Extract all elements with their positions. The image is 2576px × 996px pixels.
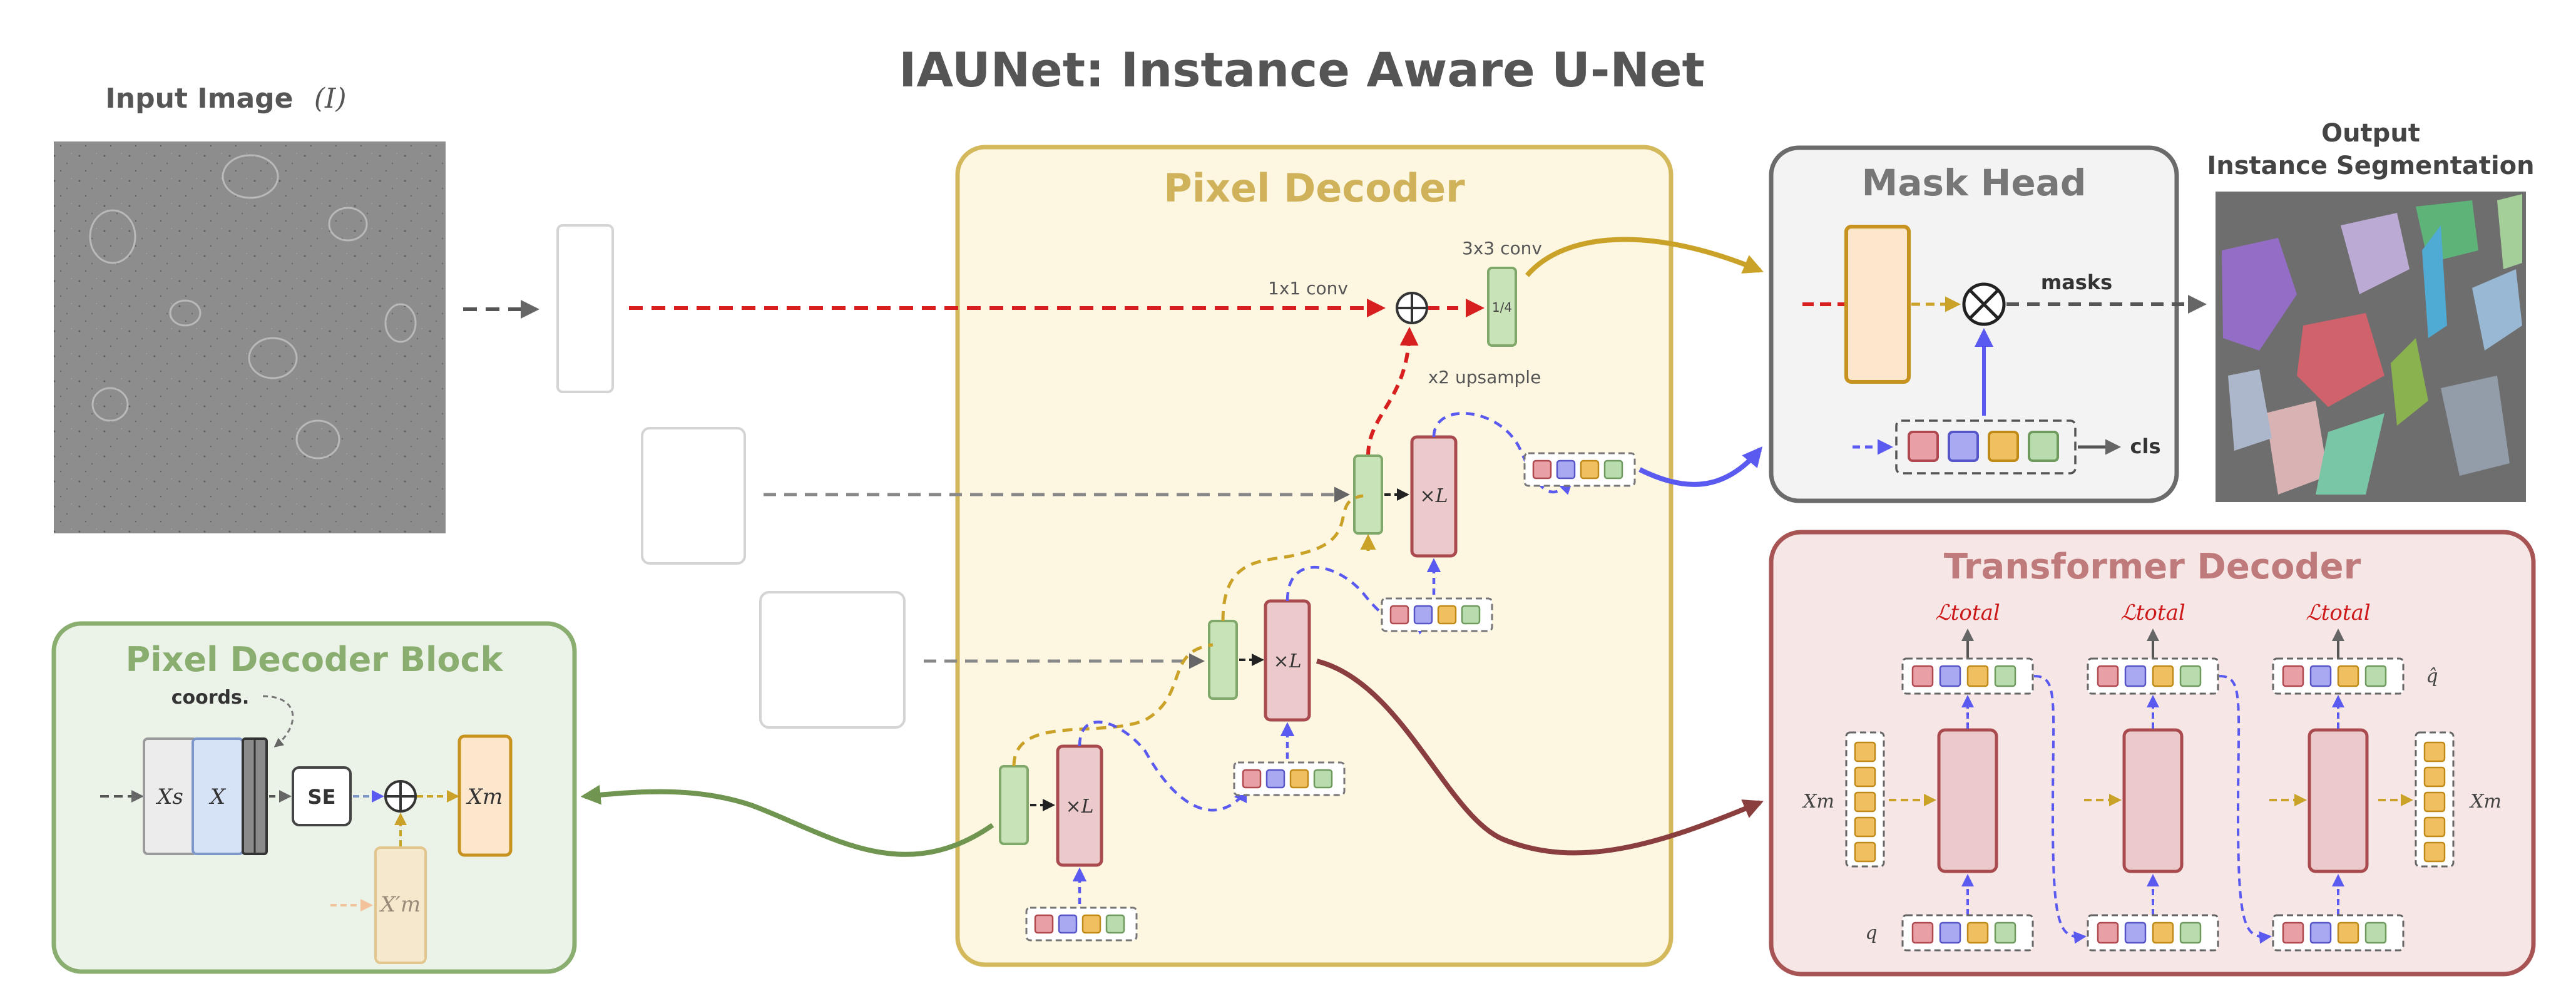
stage1-pixel-block — [1353, 454, 1383, 535]
stage3-pixel-block — [999, 765, 1029, 845]
scale-label: 1/4 — [1492, 300, 1512, 315]
pixel-decoder-block-title: Pixel Decoder Block — [126, 640, 504, 679]
loss-label-2: ℒtotal — [2120, 600, 2185, 625]
td-top-queries-2 — [2087, 657, 2219, 695]
xm-block-label: Xm — [466, 784, 503, 809]
encoder-feature-3 — [759, 591, 906, 729]
conv-1x1-label: 1x1 conv — [1268, 278, 1348, 299]
x-label: X — [208, 784, 227, 809]
coords-arrow — [262, 695, 294, 747]
td-xm-output-group — [2415, 731, 2455, 868]
td-bottom-queries-2 — [2087, 914, 2219, 952]
page-title: IAUNet: Instance Aware U-Net — [899, 42, 1705, 98]
encoder-feature-2 — [641, 427, 746, 565]
td-bottom-queries-1 — [1901, 914, 2034, 952]
loss-label-3: ℒtotal — [2306, 600, 2370, 625]
stage2-repeat-label: ×L — [1273, 650, 1301, 672]
td-top-queries-3 — [2272, 657, 2405, 695]
mask-head: Mask Head masks cls — [1769, 145, 2207, 503]
input-cells — [89, 154, 417, 459]
block-sum-cross — [386, 781, 416, 811]
se-block — [292, 766, 352, 826]
input-section: Input Image (I) — [54, 83, 539, 533]
pixel-decoder: Pixel Decoder 1x1 conv 1/4 3x3 conv x2 u… — [629, 145, 1674, 967]
xm-output-label: Xm — [2469, 791, 2502, 813]
td-layer-1 — [1937, 728, 1998, 873]
xs-label: Xs — [155, 784, 183, 809]
pixel-decoder-block: Pixel Decoder Block coords. Xs X SE Xm X… — [51, 621, 577, 974]
output-title-line1: Output — [2321, 119, 2420, 148]
q-label: q — [1865, 922, 1877, 944]
mask-query-group — [1895, 419, 2077, 475]
transformer-decoder: Transformer Decoder ℒtotal ℒtotal ℒtotal — [1769, 530, 2536, 977]
blue-path-stage3 — [1078, 721, 1247, 812]
mask-head-title: Mask Head — [1862, 162, 2087, 204]
td-xm-input-group — [1845, 731, 1885, 868]
output-section: Output Instance Segmentation — [2207, 119, 2535, 502]
se-label: SE — [308, 785, 336, 809]
blue-path-stage2 — [1285, 566, 1430, 635]
loss-label-1: ℒtotal — [1935, 600, 2000, 625]
transformer-decoder-title: Transformer Decoder — [1944, 547, 2361, 587]
mask-feature-block — [1844, 225, 1911, 384]
xm-prime-label: X′m — [379, 892, 421, 917]
td-layer-3 — [2308, 728, 2369, 873]
multiply-node-cross — [1969, 289, 1999, 319]
blue-path-stage1 — [1432, 412, 1573, 495]
query-group-stage3 — [1025, 906, 1138, 942]
masks-label: masks — [2041, 270, 2112, 294]
gold-to-mask-head — [1525, 237, 1764, 277]
stage2-pixel-block — [1208, 620, 1238, 700]
td-bottom-queries-3 — [2272, 914, 2405, 952]
conv-3x3-block — [1487, 267, 1517, 347]
xm-prime-block — [374, 846, 427, 964]
brown-to-transformer — [1316, 659, 1764, 856]
query-group-output — [1523, 452, 1636, 487]
td-recur-2 — [2219, 675, 2272, 944]
td-recur-1 — [2033, 675, 2087, 944]
upsample-label: x2 upsample — [1428, 367, 1541, 388]
query-group-stage1 — [1381, 597, 1493, 632]
query-group-stage2 — [1233, 761, 1346, 796]
output-segments — [2222, 194, 2522, 495]
td-top-queries-1 — [1901, 657, 2034, 695]
input-label: Input Image (I) — [105, 83, 346, 115]
output-title-line2: Instance Segmentation — [2207, 151, 2534, 180]
gold-path-3-to-2 — [1012, 643, 1214, 767]
green-to-block — [580, 784, 994, 857]
encoder-features — [556, 224, 906, 729]
xm-block — [457, 734, 513, 857]
xm-input-label: Xm — [1802, 791, 1834, 813]
q-hat-label: q̂ — [2426, 665, 2438, 687]
stage3-repeat-label: ×L — [1065, 796, 1093, 818]
sum-node-top-cross — [1397, 293, 1427, 323]
coords-label: coords. — [171, 687, 250, 709]
input-image — [54, 141, 446, 533]
blue-to-mask-head — [1638, 446, 1763, 487]
gold-path-2-to-1 — [1221, 494, 1364, 622]
pixel-decoder-panel — [955, 145, 1674, 967]
upsample-arrow — [1366, 327, 1419, 456]
cls-label: cls — [2130, 434, 2161, 458]
stage1-repeat-label: ×L — [1419, 485, 1448, 507]
encoder-feature-1 — [556, 224, 614, 393]
pixel-decoder-title: Pixel Decoder — [1163, 165, 1465, 211]
td-layer-2 — [2122, 728, 2184, 873]
conv-3x3-label: 3x3 conv — [1462, 238, 1542, 259]
